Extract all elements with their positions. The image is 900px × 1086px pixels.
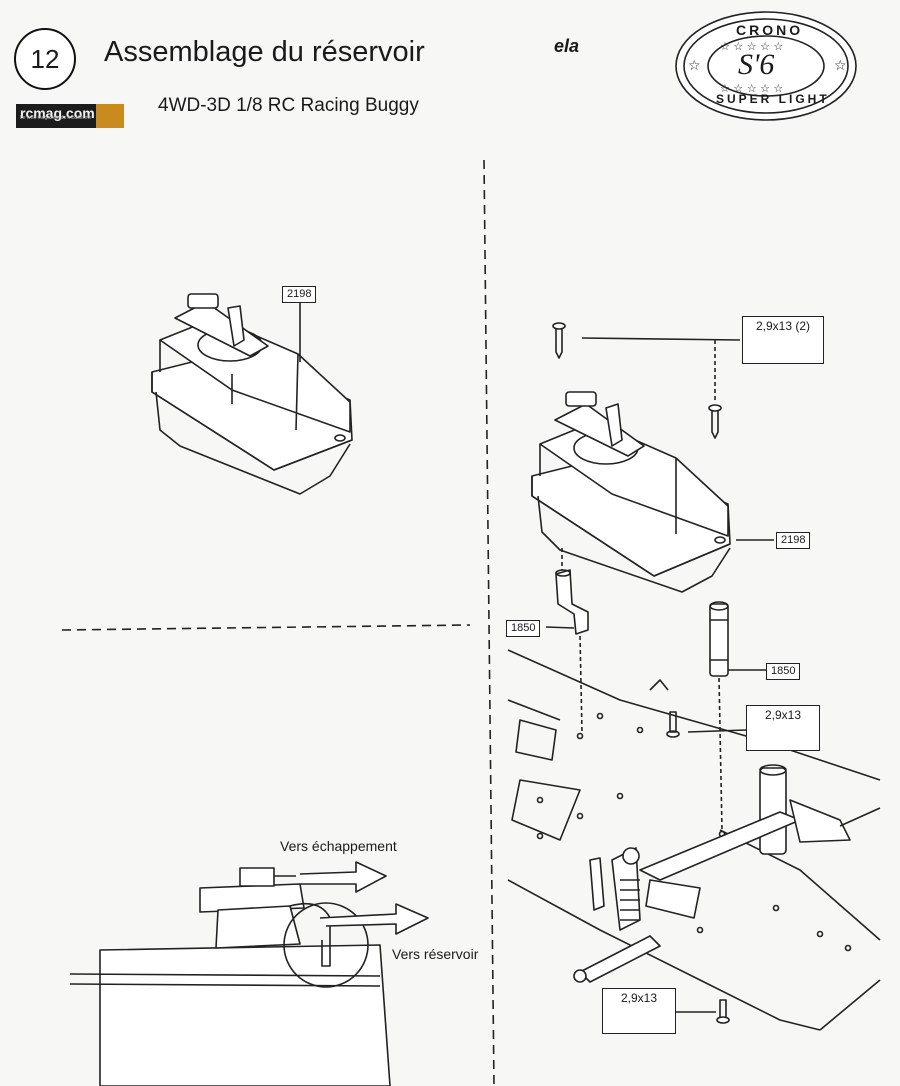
- screw-spec-middle: 2,9x13: [746, 705, 820, 751]
- part-label-tank-right: 2198: [776, 532, 811, 549]
- chassis-plate: [507, 649, 881, 1031]
- fuel-tank-closeup: [69, 867, 391, 1086]
- arrow-exhaust: [299, 861, 387, 893]
- post-right: [709, 601, 729, 677]
- step-number-badge: 12: [14, 28, 76, 90]
- rcmag-logo-tagline: Le web magazine du modélisme: [20, 115, 92, 121]
- crono-logo-bottom: SUPER LIGHT: [716, 92, 830, 106]
- rcmag-logo: rcmag.com Le web magazine du modélisme: [16, 104, 124, 128]
- page-subtitle: 4WD-3D 1/8 RC Racing Buggy: [158, 95, 419, 116]
- svg-text:☆: ☆: [834, 58, 847, 74]
- screw-middle: [666, 711, 680, 738]
- screw-spec-bottom-label: 2,9x13: [620, 991, 658, 1005]
- arrow-tank: [319, 903, 429, 935]
- screw-top-right: [708, 404, 722, 439]
- screw-spec-top-label: 2,9x13 (2): [755, 319, 811, 333]
- crono-logo-center: S'6: [738, 48, 775, 81]
- svg-text:☆: ☆: [688, 58, 701, 74]
- annotation-tank: Vers réservoir: [392, 946, 479, 962]
- crono-logo: [675, 11, 857, 121]
- rcmag-logo-text: rcmag.com: [20, 105, 95, 121]
- brand-fragment: ela: [554, 36, 580, 56]
- screw-spec-top: 2,9x13 (2): [742, 316, 824, 364]
- step-number: 12: [30, 43, 60, 74]
- crono-logo-top: CRONO: [736, 22, 804, 38]
- annotation-exhaust: Vers échappement: [280, 838, 397, 854]
- screw-bottom: [716, 999, 730, 1024]
- part-label-post-left: 1850: [506, 620, 541, 637]
- page-title: Assemblage du réservoir: [104, 36, 425, 68]
- screw-spec-bottom: 2,9x13: [602, 988, 676, 1034]
- fuel-tank-right: [531, 391, 731, 593]
- steering-assembly: [573, 764, 881, 983]
- svg-text:☆ ☆ ☆ ☆ ☆: ☆ ☆ ☆ ☆ ☆: [720, 40, 783, 53]
- rcmag-logo-car-image: [96, 104, 124, 128]
- fuel-tank-left: [151, 293, 353, 495]
- horizontal-divider: [61, 624, 471, 631]
- screw-spec-middle-label: 2,9x13: [764, 708, 802, 722]
- part-label-tank-left: 2198: [282, 286, 317, 303]
- post-left: [555, 569, 589, 635]
- svg-text:☆ ☆ ☆ ☆ ☆: ☆ ☆ ☆ ☆ ☆: [720, 82, 783, 95]
- screw-top-left: [552, 322, 566, 359]
- part-label-post-right: 1850: [766, 663, 801, 680]
- vertical-divider: [483, 159, 495, 1086]
